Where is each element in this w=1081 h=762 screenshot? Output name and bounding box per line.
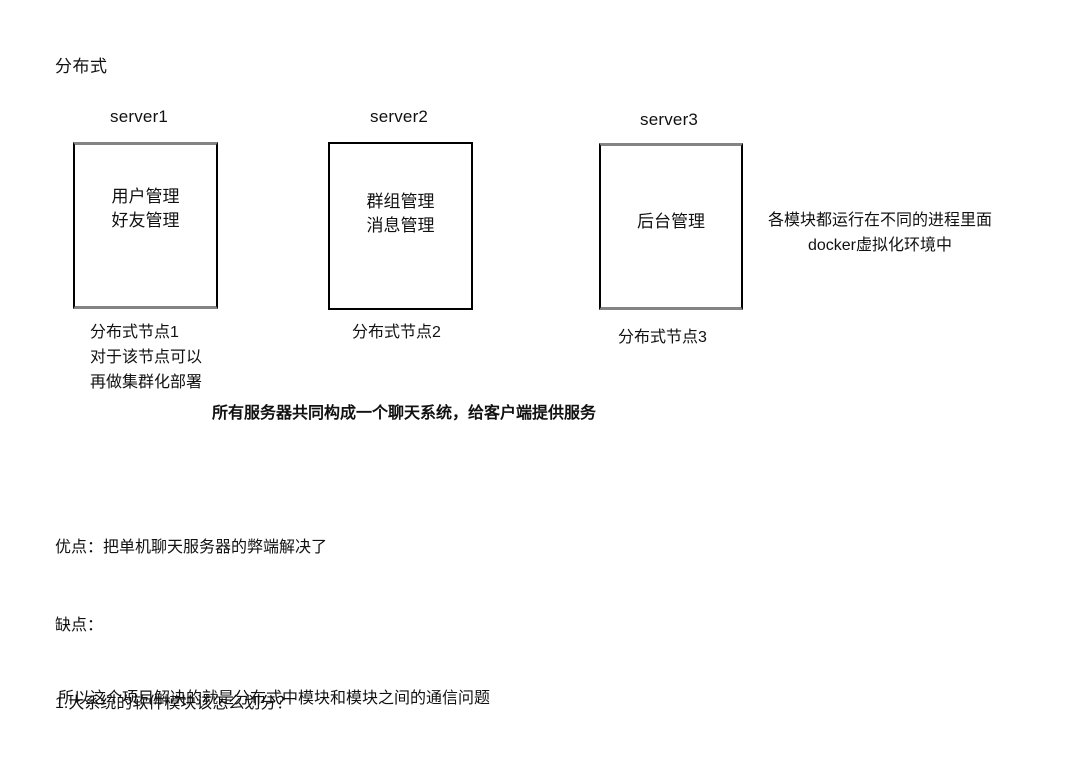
node-caption-3: 分布式节点3 [618,329,707,346]
node-modules-server2: 群组管理 消息管理 [366,192,435,235]
node-caption-1: 分布式节点1 对于该节点可以 再做集群化部署 [90,320,202,395]
node-caption-2: 分布式节点2 [352,324,441,341]
conclusion-note: 所以这个项目解决的就是分布式中模块和模块之间的通信问题 [58,690,491,707]
server-label-1: server1 [110,107,169,126]
node-1-extra-note: 对于该节点可以 再做集群化部署 [90,349,203,391]
node-box-server1: 用户管理 好友管理 [73,142,218,309]
node-modules-server1: 用户管理 好友管理 [111,187,180,230]
node-modules-server3: 后台管理 [637,212,705,231]
notes-cons-heading: 缺点： [55,617,104,634]
node-caption-1-title: 分布式节点1 [90,324,179,341]
node-box-server2: 群组管理 消息管理 [328,142,473,310]
node-box-server3: 后台管理 [599,143,743,310]
notes-pros: 优点：把单机聊天服务器的弊端解决了 [55,539,328,556]
server-label-3: server3 [640,110,699,129]
center-caption: 所有服务器共同构成一个聊天系统，给客户端提供服务 [212,405,597,422]
notes-item-1: 1.大系统的软件模块该怎么划分？ [55,695,293,712]
side-note: 各模块都运行在不同的进程里面 docker虚拟化环境中 [768,212,993,254]
page-title: 分布式 [55,57,108,76]
server-label-2: server2 [370,107,429,126]
notes-block: 优点：把单机聊天服务器的弊端解决了 缺点： 1.大系统的软件模块该怎么划分？ 各… [55,483,646,762]
